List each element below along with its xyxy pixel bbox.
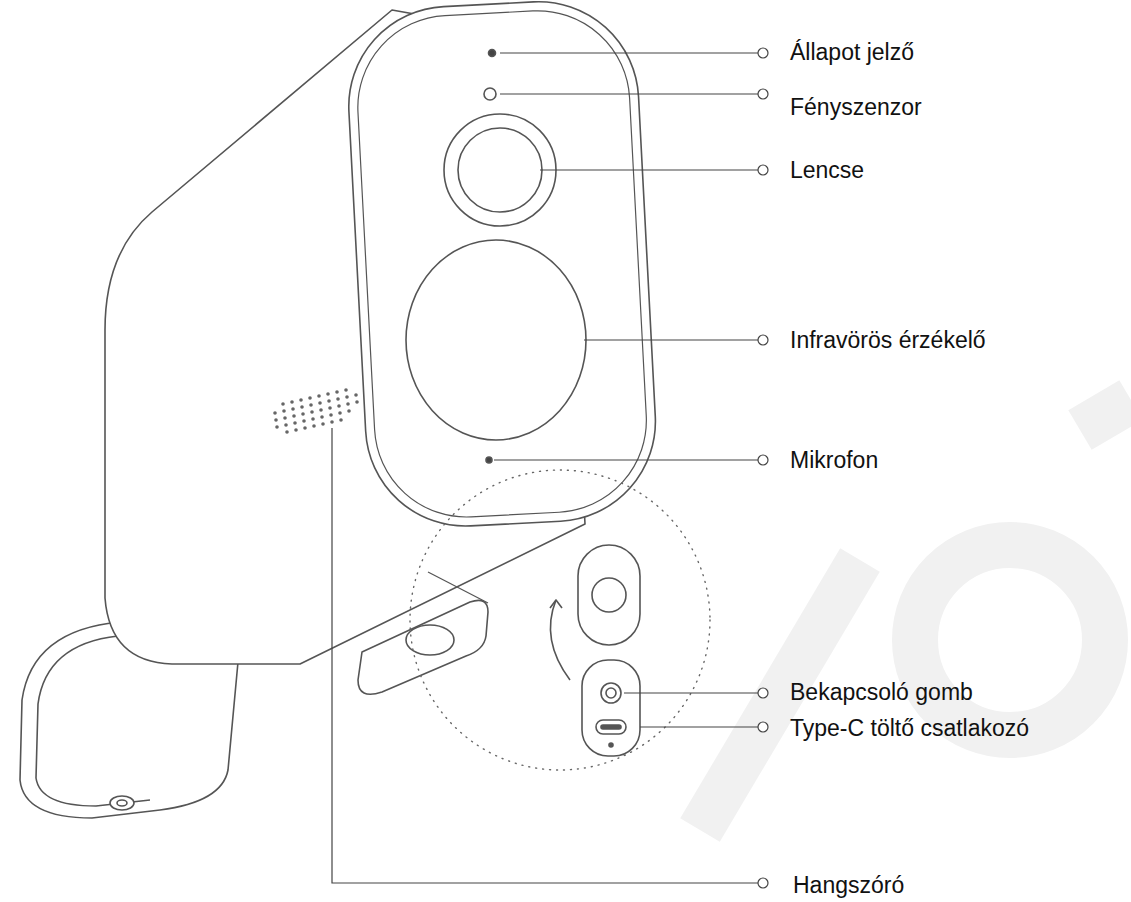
front-face-rim: [353, 6, 651, 522]
speaker-hole: [299, 398, 303, 402]
speaker-hole: [327, 399, 331, 403]
part-label: Mikrofon: [790, 447, 878, 473]
speaker-hole: [282, 409, 286, 413]
speaker-hole: [339, 418, 343, 422]
speaker-hole: [301, 412, 305, 416]
speaker-hole: [293, 421, 297, 425]
speaker-hole: [284, 423, 288, 427]
speaker-hole: [319, 408, 323, 412]
speaker-hole: [344, 388, 348, 392]
speaker-hole: [308, 396, 312, 400]
speaker-hole: [317, 394, 321, 398]
leader-lines: [332, 48, 768, 888]
speaker-hole: [309, 403, 313, 407]
open-flap: [578, 545, 640, 645]
speaker-hole: [330, 420, 334, 424]
detail-circle: [410, 470, 710, 770]
speaker-hole: [311, 417, 315, 421]
part-label: Fényszenzor: [790, 94, 922, 120]
speaker-hole: [273, 411, 277, 415]
speaker-hole: [294, 428, 298, 432]
detail-leader: [428, 572, 488, 603]
part-label: Állapot jelző: [790, 39, 914, 65]
speaker-hole: [291, 407, 295, 411]
speaker-hole: [326, 392, 330, 396]
lens-outer: [444, 114, 556, 226]
speaker-hole: [300, 405, 304, 409]
speaker-hole: [336, 397, 340, 401]
speaker-hole: [337, 404, 341, 408]
speaker-hole: [303, 426, 307, 430]
usb-c-port: [596, 720, 626, 734]
speaker-hole: [346, 402, 350, 406]
speaker-hole: [290, 400, 294, 404]
speaker-hole: [302, 419, 306, 423]
speaker-hole: [328, 406, 332, 410]
watermark: [700, 400, 1131, 830]
speaker-hole: [321, 422, 325, 426]
wall-mount-rim: [36, 636, 150, 806]
port-panel: [582, 660, 640, 756]
part-label: Hangszóró: [793, 872, 904, 898]
speaker-hole: [283, 416, 287, 420]
infrared-sensor: [406, 240, 586, 440]
speaker-hole: [312, 424, 316, 428]
speaker-hole: [335, 390, 339, 394]
front-face: [344, 0, 661, 531]
speaker-grille: [273, 388, 359, 434]
speaker-hole: [338, 411, 342, 415]
part-label: Lencse: [790, 157, 864, 183]
speaker-hole: [275, 425, 279, 429]
speaker-hole: [281, 402, 285, 406]
speaker-hole: [320, 415, 324, 419]
speaker-hole: [285, 430, 289, 434]
part-label: Infravörös érzékelő: [790, 327, 986, 353]
speaker-hole: [354, 393, 358, 397]
light-sensor: [484, 88, 496, 100]
speaker-hole: [274, 418, 278, 422]
flap-arrow: [550, 600, 570, 680]
speaker-hole: [355, 400, 359, 404]
lens-inner: [458, 128, 542, 212]
status-indicator: [489, 50, 496, 57]
speaker-hole: [318, 401, 322, 405]
speaker-hole: [345, 395, 349, 399]
microphone: [486, 457, 492, 463]
mount-hole: [110, 796, 134, 810]
speaker-hole: [292, 414, 296, 418]
speaker-hole: [310, 410, 314, 414]
speaker-hole: [329, 413, 333, 417]
part-label: Type-C töltő csatlakozó: [790, 715, 1029, 741]
part-label: Bekapcsoló gomb: [790, 679, 973, 705]
speaker-hole: [347, 409, 351, 413]
port-cover: [358, 600, 488, 694]
power-button: [601, 683, 621, 703]
